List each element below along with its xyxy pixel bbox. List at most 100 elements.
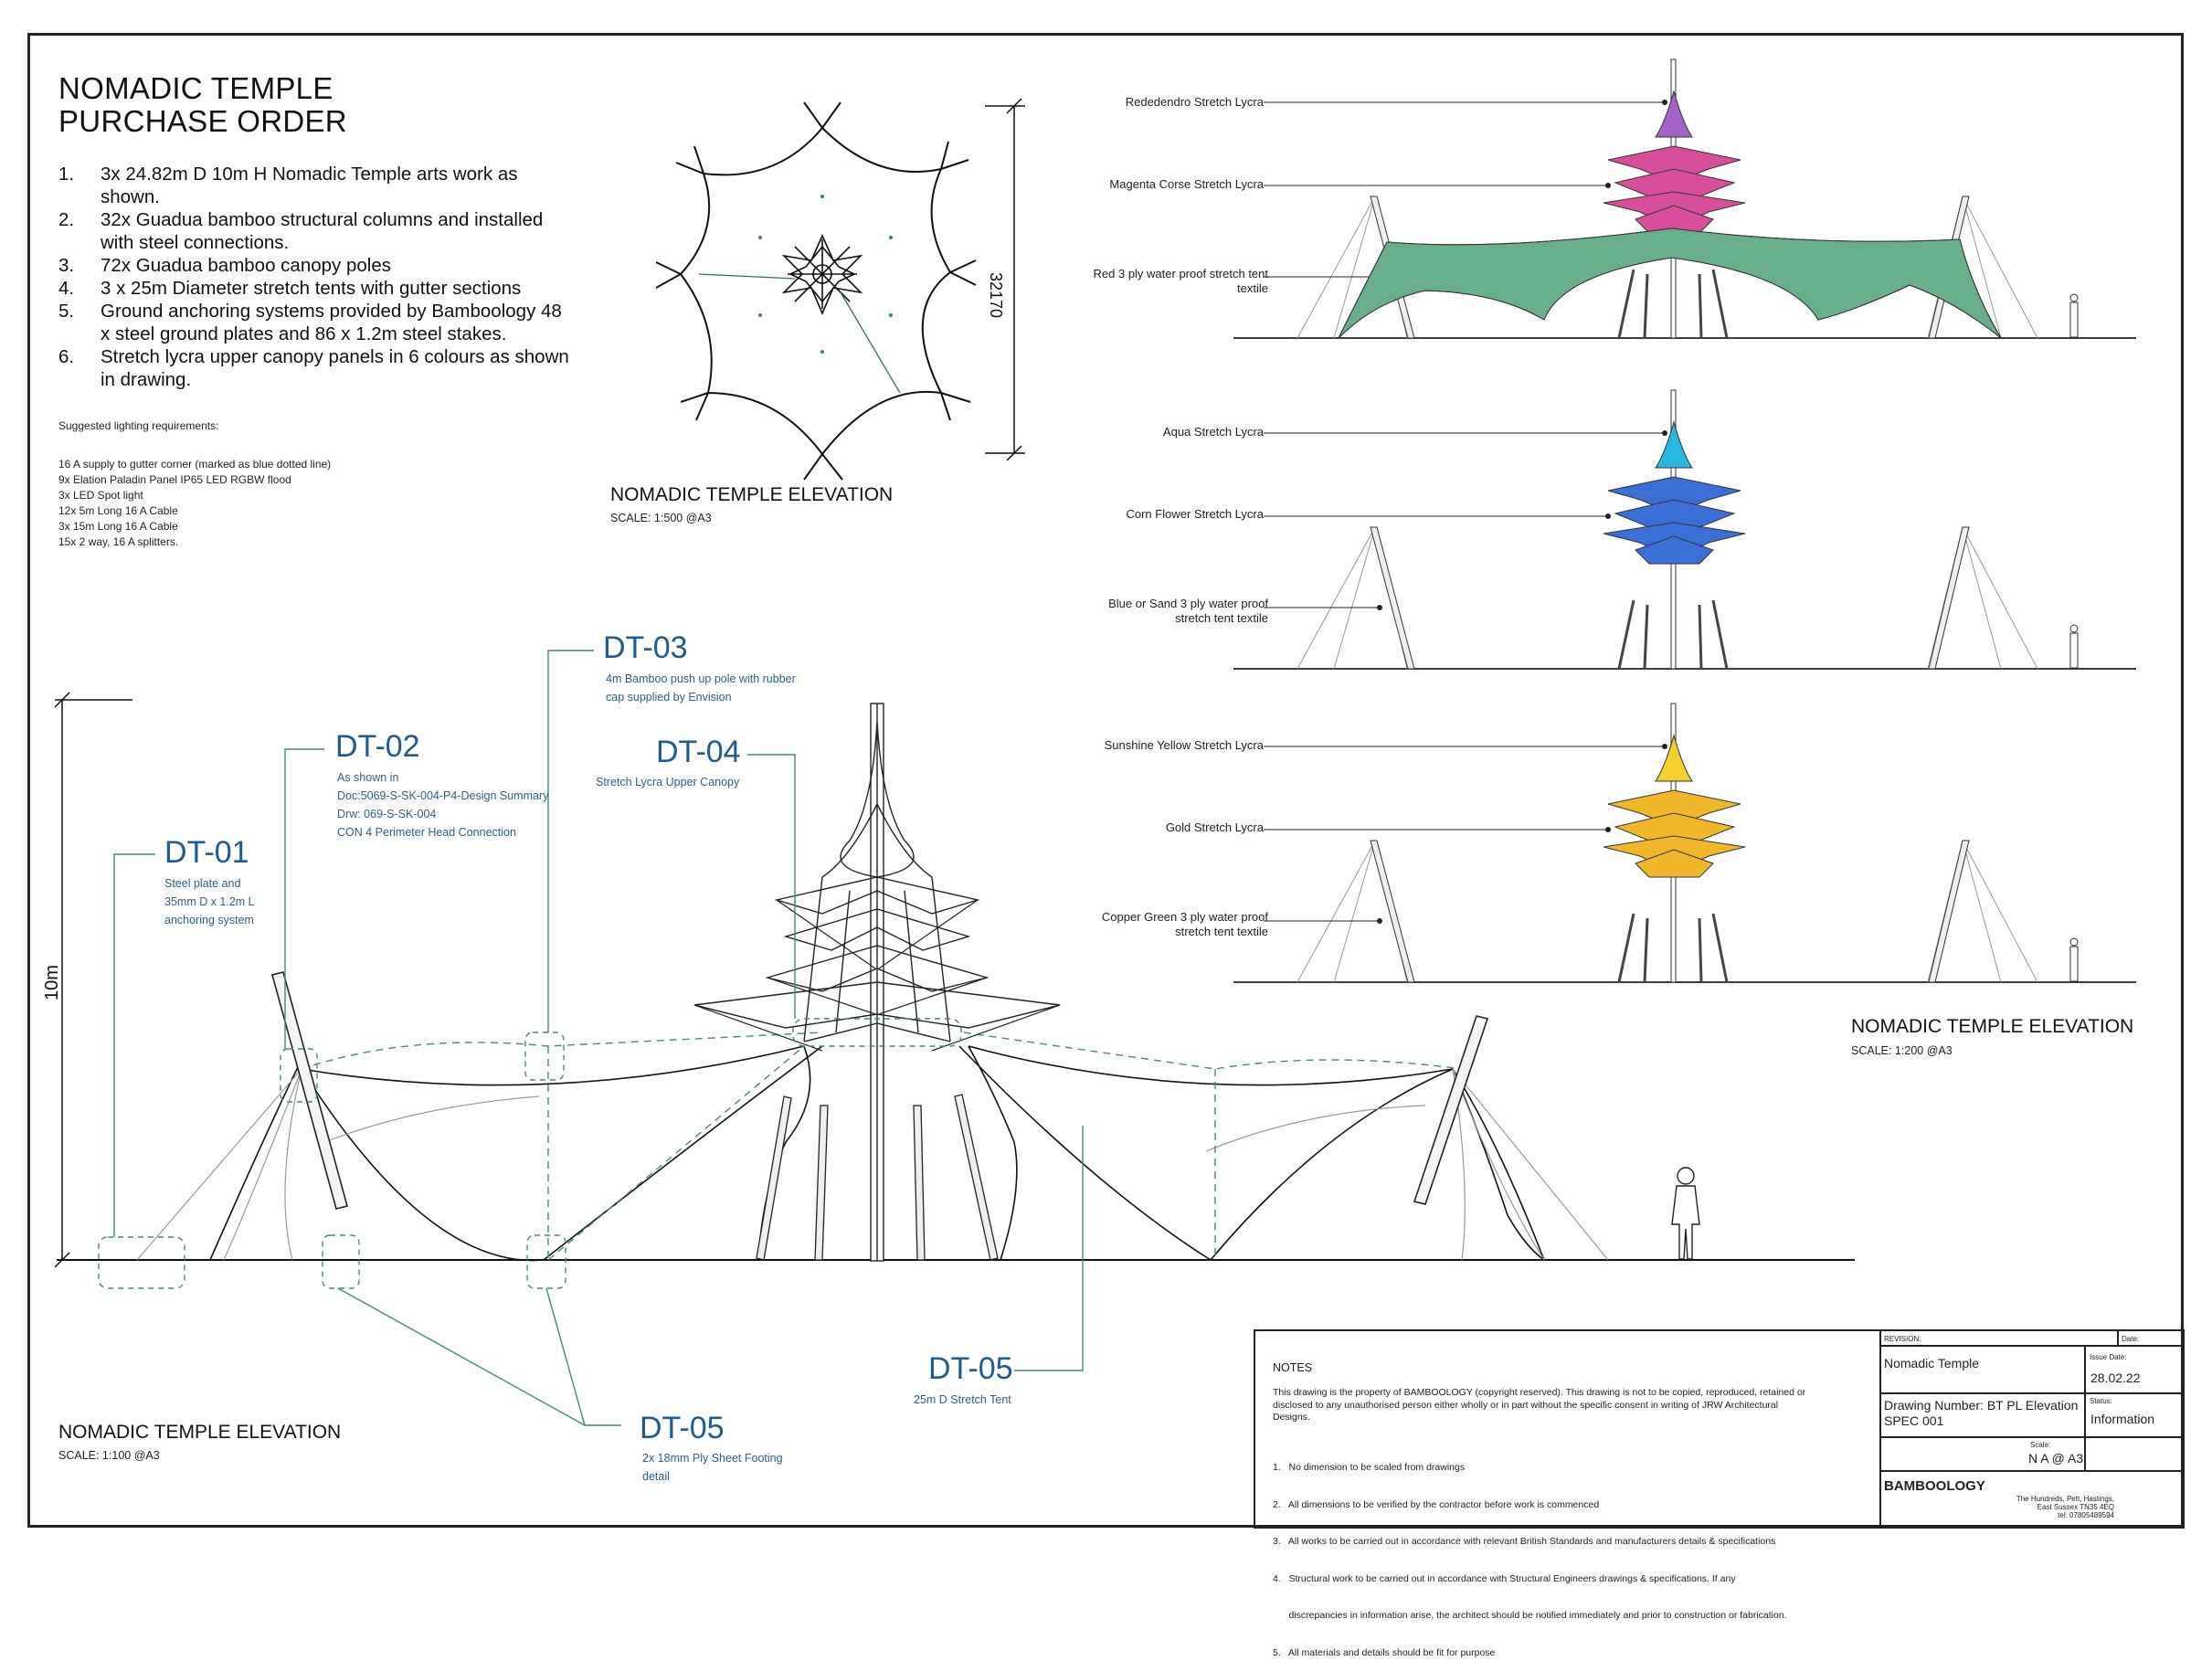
elev-pole xyxy=(1698,273,1703,339)
elev-top-cone xyxy=(1655,420,1693,469)
elev-pole xyxy=(1698,604,1703,670)
lighting-item: 9x Elation Paladin Panel IP65 LED RGBW f… xyxy=(58,473,291,486)
lighting-item: 3x 15m Long 16 A Cable xyxy=(58,520,178,533)
elev-guy-line xyxy=(1962,526,2038,670)
elev-upper-tier xyxy=(1607,145,1741,184)
elev-pole xyxy=(1698,917,1703,983)
purchase-order-list: 1.3x 24.82m D 10m H Nomadic Temple arts … xyxy=(58,163,570,391)
company-address: The Hundreds, Pett, Hastings,East Sussex… xyxy=(2016,1495,2114,1519)
elev-top-cone xyxy=(1655,734,1693,782)
elev-red-top-label: Rededendro Stretch Lycra xyxy=(1125,95,1264,109)
detail-dt05-footing-code: DT-05 xyxy=(640,1411,725,1445)
elev-label-dot xyxy=(1662,744,1667,749)
elev-human-icon xyxy=(2069,293,2079,302)
main-elevation-title: NOMADIC TEMPLE ELEVATION xyxy=(58,1422,342,1443)
plan-scale: SCALE: 1:500 @A3 xyxy=(610,512,712,524)
detail-dt03-code: DT-03 xyxy=(603,630,688,665)
elev-column xyxy=(1928,840,1970,983)
elev-pole xyxy=(1711,599,1729,670)
elev-label-dot xyxy=(1605,827,1611,832)
elev-upper-tier xyxy=(1635,205,1714,234)
detail-dt01-code: DT-01 xyxy=(164,835,249,870)
plan-title: NOMADIC TEMPLE ELEVATION xyxy=(610,484,894,505)
height-dimension: 10m xyxy=(42,965,62,1000)
plan-view xyxy=(655,101,977,481)
elev-green-mid-label: Gold Stretch Lycra xyxy=(1165,820,1264,834)
notes-heading: NOTES xyxy=(1273,1361,1313,1374)
notes-item: 4. Structural work to be carried out in … xyxy=(1273,1572,1736,1584)
project-name: Nomadic Temple xyxy=(1884,1356,1980,1370)
elev-pole xyxy=(1617,913,1635,983)
elev-label-dot xyxy=(1605,513,1611,519)
elev-guy-line xyxy=(1297,526,1376,670)
main-elevation-scale: SCALE: 1:100 @A3 xyxy=(58,1449,160,1462)
elev-upper-tier xyxy=(1635,535,1714,565)
scale-label: Scale: xyxy=(2030,1441,2051,1449)
elev-label-dot xyxy=(1605,183,1611,188)
notes-item: 5. All materials and details should be f… xyxy=(1273,1646,1496,1658)
order-title-line1: NOMADIC TEMPLE xyxy=(58,71,333,105)
lighting-item: 15x 2 way, 16 A splitters. xyxy=(58,535,179,548)
elev-label-dot xyxy=(1377,918,1382,924)
scale-value: N A @ A3 xyxy=(2028,1451,2084,1466)
elev-column xyxy=(1370,840,1415,983)
elev-pole xyxy=(1711,913,1729,983)
elev-pole xyxy=(1643,273,1649,339)
elev-upper-tier xyxy=(1635,849,1714,878)
elev-guy-line xyxy=(1962,840,2002,983)
elev-human-icon xyxy=(2069,632,2079,669)
elev-human-icon xyxy=(2069,302,2079,338)
elevation-green xyxy=(1233,228,2136,983)
elev-blue-top-label: Aqua Stretch Lycra xyxy=(1162,425,1264,439)
detail-dt04-notes: Stretch Lycra Upper Canopy xyxy=(596,776,740,788)
elev-tent-fabric xyxy=(1338,228,2002,339)
elev-pole xyxy=(1643,604,1649,670)
elev-pole xyxy=(1617,599,1635,670)
revision-label: REVISION: xyxy=(1884,1335,1921,1343)
lighting-heading: Suggested lighting requirements: xyxy=(58,419,219,432)
notes-item: 2. All dimensions to be verified by the … xyxy=(1273,1498,1600,1510)
lighting-item: 16 A supply to gutter corner (marked as … xyxy=(58,458,332,471)
issue-date: 28.02.22 xyxy=(2090,1370,2141,1385)
notes-item: 3. All works to be carried out in accord… xyxy=(1273,1536,1776,1547)
elev-guy-line xyxy=(1962,526,2002,670)
drawing-sheet xyxy=(27,33,2184,1528)
elev-guy-line xyxy=(1962,196,2002,339)
detail-dt02-code: DT-02 xyxy=(335,729,420,764)
purchase-item: 2.32x Guadua bamboo structural columns a… xyxy=(58,209,544,253)
elev-label-dot xyxy=(1662,100,1667,105)
elev-human-icon xyxy=(2069,937,2079,947)
elev-top-cone xyxy=(1655,90,1693,138)
elev-upper-tier xyxy=(1607,789,1741,828)
elev-guy-line xyxy=(1962,196,2038,339)
elevations-scale: SCALE: 1:200 @A3 xyxy=(1851,1044,1953,1057)
purchase-item: 5.Ground anchoring systems provided by B… xyxy=(58,301,562,344)
elev-pole xyxy=(1617,269,1635,339)
order-title-line2: PURCHASE ORDER xyxy=(58,104,347,138)
purchase-item: 1.3x 24.82m D 10m H Nomadic Temple arts … xyxy=(58,164,518,207)
elev-guy-line xyxy=(1333,526,1376,670)
plan-dimension: 32170 xyxy=(987,272,1005,319)
plan-dimension-line xyxy=(985,98,1025,461)
elev-human-icon xyxy=(2069,624,2079,633)
elev-guy-line xyxy=(1962,840,2038,983)
notes-list: 1. No dimension to be scaled from drawin… xyxy=(1273,1437,1787,1672)
issue-date-label: Issue Date: xyxy=(2090,1353,2127,1361)
status-label: Status: xyxy=(2090,1397,2112,1405)
elevations-title: NOMADIC TEMPLE ELEVATION xyxy=(1851,1016,2134,1037)
purchase-item: 3.72x Guadua bamboo canopy poles xyxy=(58,255,391,276)
notes-item: 1. No dimension to be scaled from drawin… xyxy=(1273,1462,1466,1473)
drawing-canvas xyxy=(54,58,2185,1529)
elev-guy-line xyxy=(1333,196,1376,339)
detail-dt05-tent-code: DT-05 xyxy=(928,1351,1013,1386)
status-value: Information xyxy=(2090,1412,2155,1426)
elev-pole xyxy=(1643,917,1649,983)
purchase-item: 6.Stretch lycra upper canopy panels in 6… xyxy=(58,346,569,390)
